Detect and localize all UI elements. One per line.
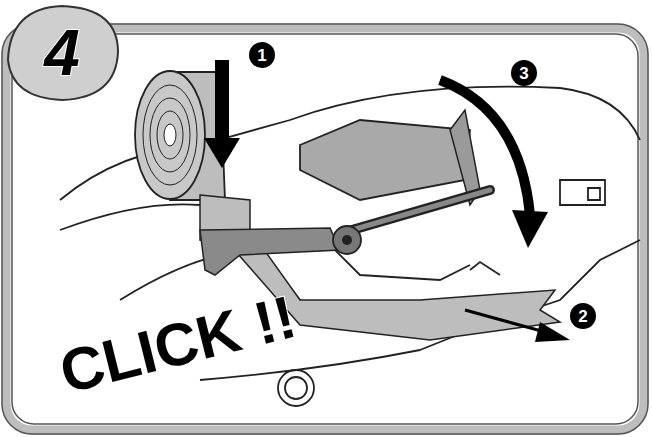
- step-number-box: 4: [22, 10, 102, 96]
- callout-disc: [570, 303, 596, 329]
- pull-arrowhead: [535, 322, 570, 342]
- roller-hub: [342, 235, 352, 245]
- close-arrow: [440, 80, 530, 215]
- callout-number: 2: [578, 308, 587, 325]
- insert-arrow: [215, 60, 229, 140]
- callout-disc: [511, 60, 537, 86]
- callout-number: 1: [257, 47, 266, 64]
- callout-number: 3: [519, 65, 528, 82]
- close-arrowhead: [512, 210, 548, 248]
- roller-gear: [333, 226, 361, 254]
- pull-arrow: [465, 310, 545, 332]
- step-number: 4: [44, 21, 80, 85]
- step-badge: [8, 6, 118, 100]
- callout-number-box: 3: [511, 60, 537, 86]
- callout-number-box: 1: [249, 42, 275, 68]
- frame-inner: [12, 34, 638, 424]
- roller: [345, 190, 490, 232]
- roller-shine: [345, 190, 490, 232]
- tape-guide: [200, 228, 340, 275]
- callout-number-box: 2: [570, 303, 596, 329]
- tape-roll: [135, 71, 225, 200]
- callout-disc: [249, 42, 275, 68]
- insert-arrowhead: [204, 138, 240, 168]
- head-cover: [300, 120, 470, 200]
